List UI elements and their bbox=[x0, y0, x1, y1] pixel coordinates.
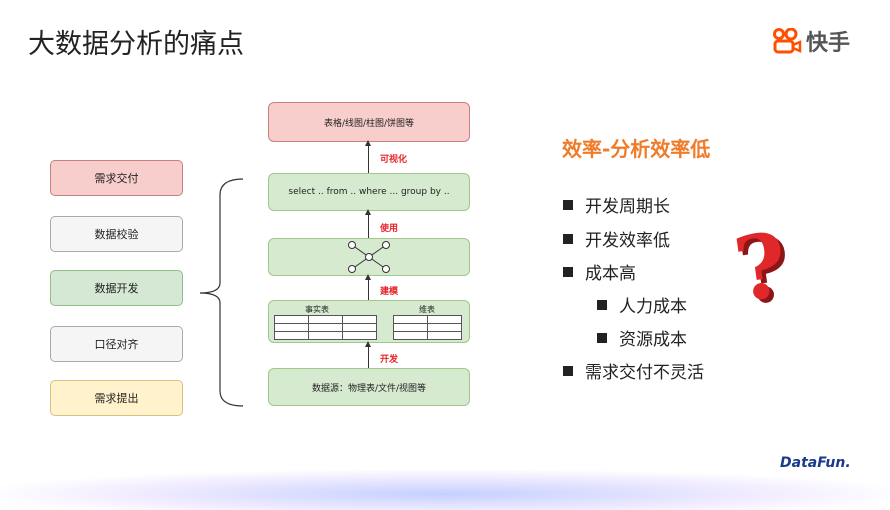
page-title: 大数据分析的痛点 bbox=[28, 29, 244, 60]
flow-step-request: 需求提出 bbox=[50, 380, 183, 416]
arrow-up-icon bbox=[365, 140, 371, 173]
arrow-label: 可视化 bbox=[380, 155, 408, 165]
network-icon bbox=[348, 241, 390, 273]
visualization-box: 表格/线图/柱图/饼图等 bbox=[268, 102, 470, 142]
dim-table bbox=[393, 315, 462, 340]
bullet-item: 开发效率低 bbox=[563, 226, 670, 251]
arrow-label: 建模 bbox=[380, 287, 399, 297]
bullet-item: 成本高 bbox=[563, 259, 636, 284]
bullet-icon bbox=[563, 266, 573, 277]
bullet-item: 开发周期长 bbox=[563, 192, 670, 217]
bullet-icon bbox=[563, 365, 573, 376]
arrow-up-icon bbox=[365, 274, 371, 300]
kuaishou-icon bbox=[773, 28, 802, 54]
datafun-logo: DataFun. bbox=[780, 455, 851, 471]
flow-step-validation: 数据校验 bbox=[50, 216, 183, 252]
bullet-icon bbox=[563, 199, 573, 210]
bullet-icon bbox=[597, 299, 607, 310]
panel-heading: 效率-分析效率低 bbox=[562, 137, 711, 161]
arrow-up-icon bbox=[365, 341, 371, 368]
arrow-up-icon bbox=[365, 209, 371, 238]
tables-box: 事实表 维表 bbox=[268, 300, 470, 343]
flow-step-alignment: 口径对齐 bbox=[50, 326, 183, 362]
bullet-icon bbox=[563, 233, 573, 244]
footer-glow bbox=[0, 470, 890, 510]
sub-bullet-item: 资源成本 bbox=[597, 325, 687, 350]
model-box bbox=[268, 238, 470, 276]
question-mark-icon: ? bbox=[728, 211, 794, 323]
brand-name: 快手 bbox=[806, 31, 851, 56]
bullet-item: 需求交付不灵活 bbox=[563, 358, 704, 383]
flow-step-delivery: 需求交付 bbox=[50, 160, 183, 196]
flow-step-development: 数据开发 bbox=[50, 270, 183, 306]
bullet-icon bbox=[597, 332, 607, 343]
fact-table bbox=[274, 315, 377, 340]
dim-table-label: 维表 bbox=[419, 305, 435, 314]
arrow-label: 开发 bbox=[380, 355, 399, 365]
arrow-label: 使用 bbox=[380, 224, 399, 234]
kuaishou-logo: 快手 bbox=[772, 25, 850, 57]
query-box: select .. from .. where ... group by .. bbox=[268, 173, 470, 211]
data-source-box: 数据源：物理表/文件/视图等 bbox=[268, 368, 470, 406]
sub-bullet-item: 人力成本 bbox=[597, 292, 687, 317]
fact-table-label: 事实表 bbox=[305, 305, 329, 314]
bracket bbox=[199, 178, 244, 407]
